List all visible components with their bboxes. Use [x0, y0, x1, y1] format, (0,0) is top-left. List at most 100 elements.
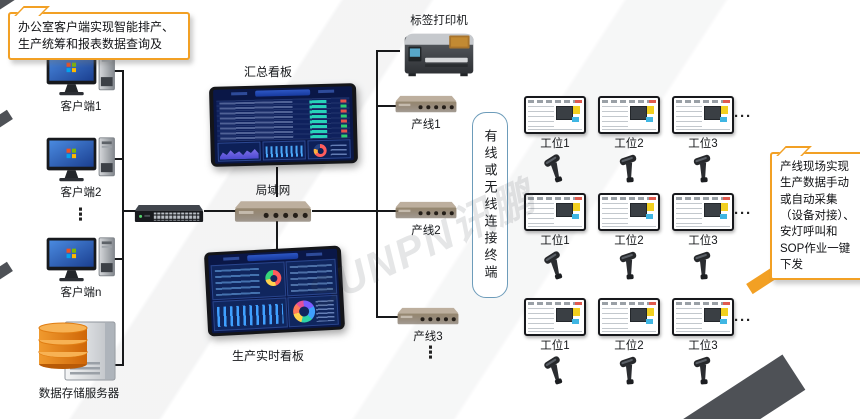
- pie-donut: [292, 299, 316, 324]
- workstation-label: 工位1: [540, 138, 570, 150]
- dashboard-title-bar: [254, 89, 311, 97]
- sop-tablet-icon: [672, 96, 734, 134]
- router-icon: [396, 306, 460, 327]
- wire-line1-stub: [378, 105, 396, 107]
- barcode-scanner-icon: [617, 355, 641, 387]
- sop-tablet-icon: [598, 96, 660, 134]
- workstation: 工位2: [598, 298, 660, 386]
- sop-tablet-icon: [524, 298, 586, 336]
- workstation-row-3: 工位1 工位2 工位3: [524, 298, 734, 386]
- barcode-scanner-icon: [540, 353, 569, 388]
- bar-chart-panel: [212, 297, 288, 332]
- storage-server: 数据存储服务器: [34, 318, 124, 401]
- field-callout: 产线现场实现生产数据手动或自动采集（设备对接）、安灯呼叫和SOP作业一键下发: [770, 152, 860, 281]
- client-2: 客户端2: [44, 136, 118, 200]
- lan-label: 局域网: [255, 185, 291, 197]
- sop-tablet-icon: [672, 193, 734, 231]
- office-callout: 办公室客户端实现智能排产、生产统筹和报表数据查询及: [8, 12, 190, 61]
- schedule-panel: [210, 261, 287, 301]
- production-line-1: 产线1: [394, 94, 458, 132]
- client-label: 客户端n: [60, 287, 102, 299]
- line-label: 产线2: [411, 225, 441, 237]
- row-ellipsis: ···: [734, 312, 752, 329]
- wire-router-realtime: [276, 221, 278, 251]
- workstation: 工位3: [672, 96, 734, 184]
- production-line-2: 产线2: [394, 200, 458, 238]
- workstation-label: 工位1: [540, 235, 570, 247]
- workstation-row-2: 工位1 工位2 工位3: [524, 193, 734, 281]
- workstation-label: 工位2: [614, 235, 644, 247]
- workstation: 工位2: [598, 193, 660, 281]
- router-icon: [233, 199, 313, 225]
- wire-clientn-stub: [110, 258, 124, 260]
- summary-dashboard: [208, 83, 359, 167]
- label-printer-icon: [398, 29, 480, 79]
- wire-router-line2: [312, 210, 398, 212]
- client-n: 客户端n: [44, 236, 118, 300]
- barcode-scanner-icon: [617, 250, 641, 282]
- desktop-computer-icon: [44, 236, 118, 283]
- diagonal-accent-left-1: [0, 109, 13, 134]
- wire-summary-router: [276, 167, 278, 197]
- realtime-board-label: 生产实时看板: [232, 349, 305, 363]
- realtime-dashboard: [203, 245, 346, 337]
- lan-router: 局域网: [233, 182, 313, 225]
- network-switch-icon: [133, 202, 205, 225]
- barcode-scanner-icon: [540, 151, 569, 186]
- line-label: 产线1: [411, 119, 441, 131]
- sop-tablet-icon: [524, 193, 586, 231]
- clients-ellipsis: ⋮: [72, 205, 89, 224]
- table-panel: [285, 258, 338, 297]
- workstation-label: 工位2: [614, 138, 644, 150]
- sop-tablet-icon: [598, 193, 660, 231]
- workstation: 工位1: [524, 96, 586, 184]
- workstation-label: 工位1: [540, 340, 570, 352]
- summary-board-label: 汇总看板: [244, 65, 293, 79]
- barcode-scanner-icon: [617, 153, 641, 185]
- client-label: 客户端1: [60, 101, 102, 113]
- router-icon: [394, 94, 458, 115]
- wire-left-trunk: [122, 70, 124, 366]
- wire-server-stub: [108, 364, 124, 366]
- workstation: 工位2: [598, 96, 660, 184]
- production-line-3: 产线3: [396, 306, 460, 344]
- wire-client2-stub: [110, 158, 124, 160]
- wire-trunk-switch: [124, 210, 136, 212]
- sop-tablet-icon: [672, 298, 734, 336]
- printer-label: 标签打印机: [410, 15, 468, 27]
- wire-client1-stub: [110, 70, 124, 72]
- connection-terminal-text: 有线或无线连接终端: [482, 128, 498, 282]
- row-ellipsis: ···: [734, 205, 752, 222]
- realtime-dashboard-screen: [208, 248, 341, 334]
- row-ellipsis: ···: [734, 108, 752, 125]
- area-chart: [217, 141, 261, 162]
- office-callout-text: 办公室客户端实现智能排产、生产统筹和报表数据查询及: [18, 20, 175, 52]
- wire-printer-stub: [378, 50, 400, 52]
- donut-chart-panel: [287, 294, 339, 328]
- database-server-icon: [35, 318, 123, 384]
- desktop-computer-icon: [44, 136, 118, 183]
- donut-gauge: [307, 139, 351, 160]
- workstation: 工位1: [524, 298, 586, 386]
- connection-terminal-box: 有线或无线连接终端: [472, 112, 508, 298]
- barcode-scanner-icon: [691, 355, 715, 387]
- office-switch: [133, 202, 205, 225]
- sop-tablet-icon: [524, 96, 586, 134]
- router-icon: [394, 200, 458, 221]
- barcode-scanner-icon: [540, 248, 569, 283]
- dashboard-table: [216, 97, 351, 142]
- diagonal-accent-left-2: [0, 261, 13, 286]
- wire-line3-stub: [376, 316, 398, 318]
- sop-tablet-icon: [598, 298, 660, 336]
- barcode-scanner-icon: [691, 153, 715, 185]
- barcode-scanner-icon: [691, 250, 715, 282]
- client-1: 客户端1: [44, 50, 118, 114]
- workstation-label: 工位3: [688, 235, 718, 247]
- workstation-label: 工位2: [614, 340, 644, 352]
- summary-dashboard-screen: [213, 86, 354, 164]
- workstation: 工位3: [672, 193, 734, 281]
- status-donut: [264, 269, 282, 287]
- workstation-row-1: 工位1 工位2 工位3: [524, 96, 734, 184]
- field-callout-text: 产线现场实现生产数据手动或自动采集（设备对接）、安灯呼叫和SOP作业一键下发: [780, 161, 855, 271]
